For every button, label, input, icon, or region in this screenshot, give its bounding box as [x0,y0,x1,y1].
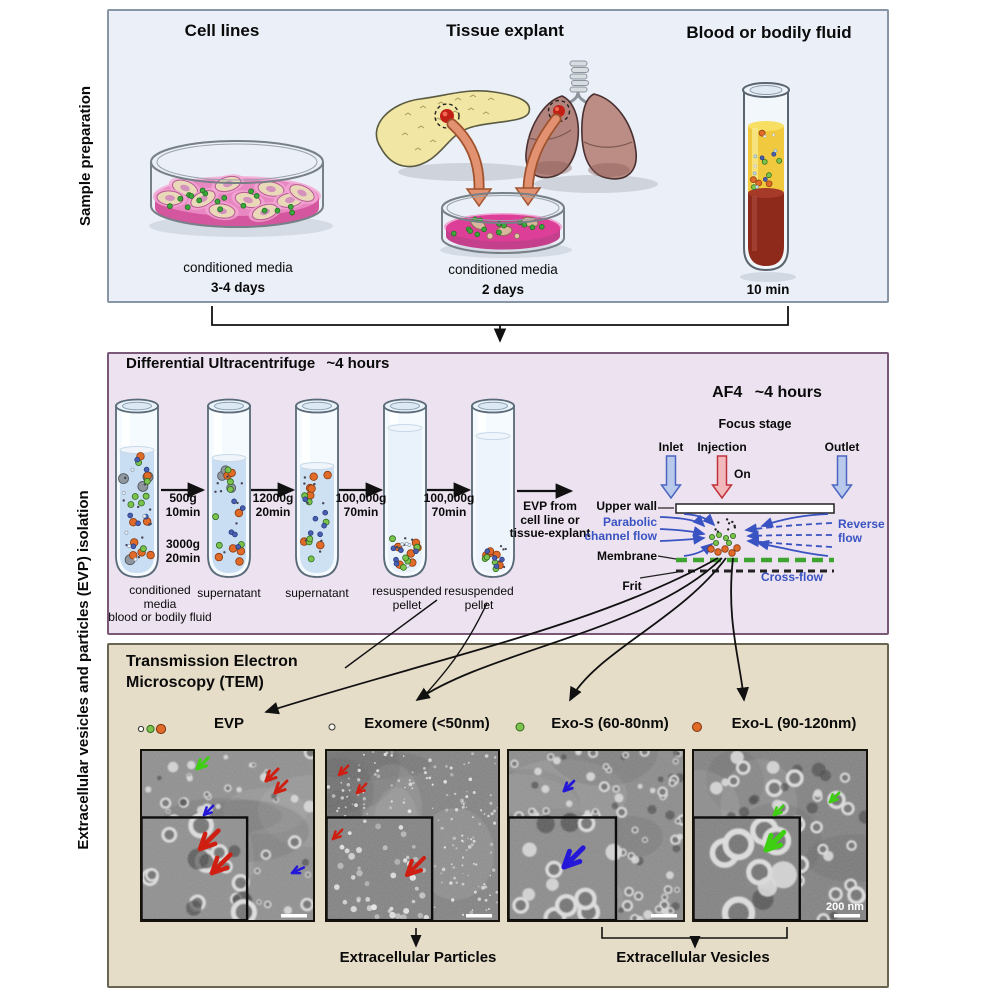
caption-duration-2: 2 days [481,282,525,297]
caption-duration-3: 10 min [746,282,790,297]
af4-inlet-label: Inlet [658,440,684,454]
tube-label-2: supernatant [197,586,261,600]
af4-upper-wall-label: Upper wall [596,499,657,513]
title-cell-lines: Cell lines [184,21,260,40]
step-label-1: 500g 10min [165,491,201,519]
tube-label-4: resuspended pellet [372,584,442,612]
caption-conditioned-media-1: conditioned media [183,260,293,275]
legend-exo-l: Exo-L (90-120nm) [731,715,857,732]
panel-sample-preparation [107,9,889,303]
af4-outlet-label: Outlet [824,440,860,454]
af4-membrane-label: Membrane [596,549,657,563]
legend-evp: EVP [213,715,245,732]
step-label-1b: 3000g 20min [165,537,201,565]
mid-title-time: ~4 hours [326,355,390,372]
panel-tem [107,643,889,988]
mid-panel-title: Differential Ultracentrifuge ~4 hours [126,356,389,372]
step-label-2: 12000g 20min [252,491,294,519]
af4-cross-flow-label: Cross-flow [760,570,824,584]
af4-focus-stage: Focus stage [718,417,792,431]
evp-from-label: EVP from cell line or tissue-explant [509,499,591,540]
af4-title: AF4 ~4 hours [712,384,822,401]
mid-title-text: Differential Ultracentrifuge [126,355,316,372]
legend-exo-s: Exo-S (60-80nm) [551,715,669,732]
side-label-evp-isolation: Extracellular vesicles and particles (EV… [75,490,93,850]
caption-conditioned-media-2: conditioned media [448,262,558,277]
flow-bracket [211,306,789,343]
side-label-sample-preparation: Sample preparation [77,85,95,227]
step-label-3: 100,000g 70min [335,491,387,519]
tem-title: Transmission Electron Microscopy (TEM) [126,653,298,691]
title-tissue-explant: Tissue explant [446,21,564,40]
step-label-4: 100,000g 70min [423,491,475,519]
group-label-particles: Extracellular Particles [339,949,497,966]
tube-label-1: conditioned media blood or bodily fluid [108,583,212,624]
af4-parabolic-label: Parabolic channel flow [584,515,657,543]
af4-injection-label: Injection [697,440,747,454]
legend-exomere: Exomere (<50nm) [364,715,490,732]
tube-label-3: supernatant [285,586,349,600]
af4-on-label: On [734,467,751,481]
tube-label-5: resuspended pellet [444,584,514,612]
af4-frit-label: Frit [622,579,642,593]
caption-duration-1: 3-4 days [210,280,266,295]
title-blood-fluid: Blood or bodily fluid [686,23,852,42]
group-label-vesicles: Extracellular Vesicles [616,949,770,966]
af4-reverse-flow-label: Reverse flow [838,517,885,545]
